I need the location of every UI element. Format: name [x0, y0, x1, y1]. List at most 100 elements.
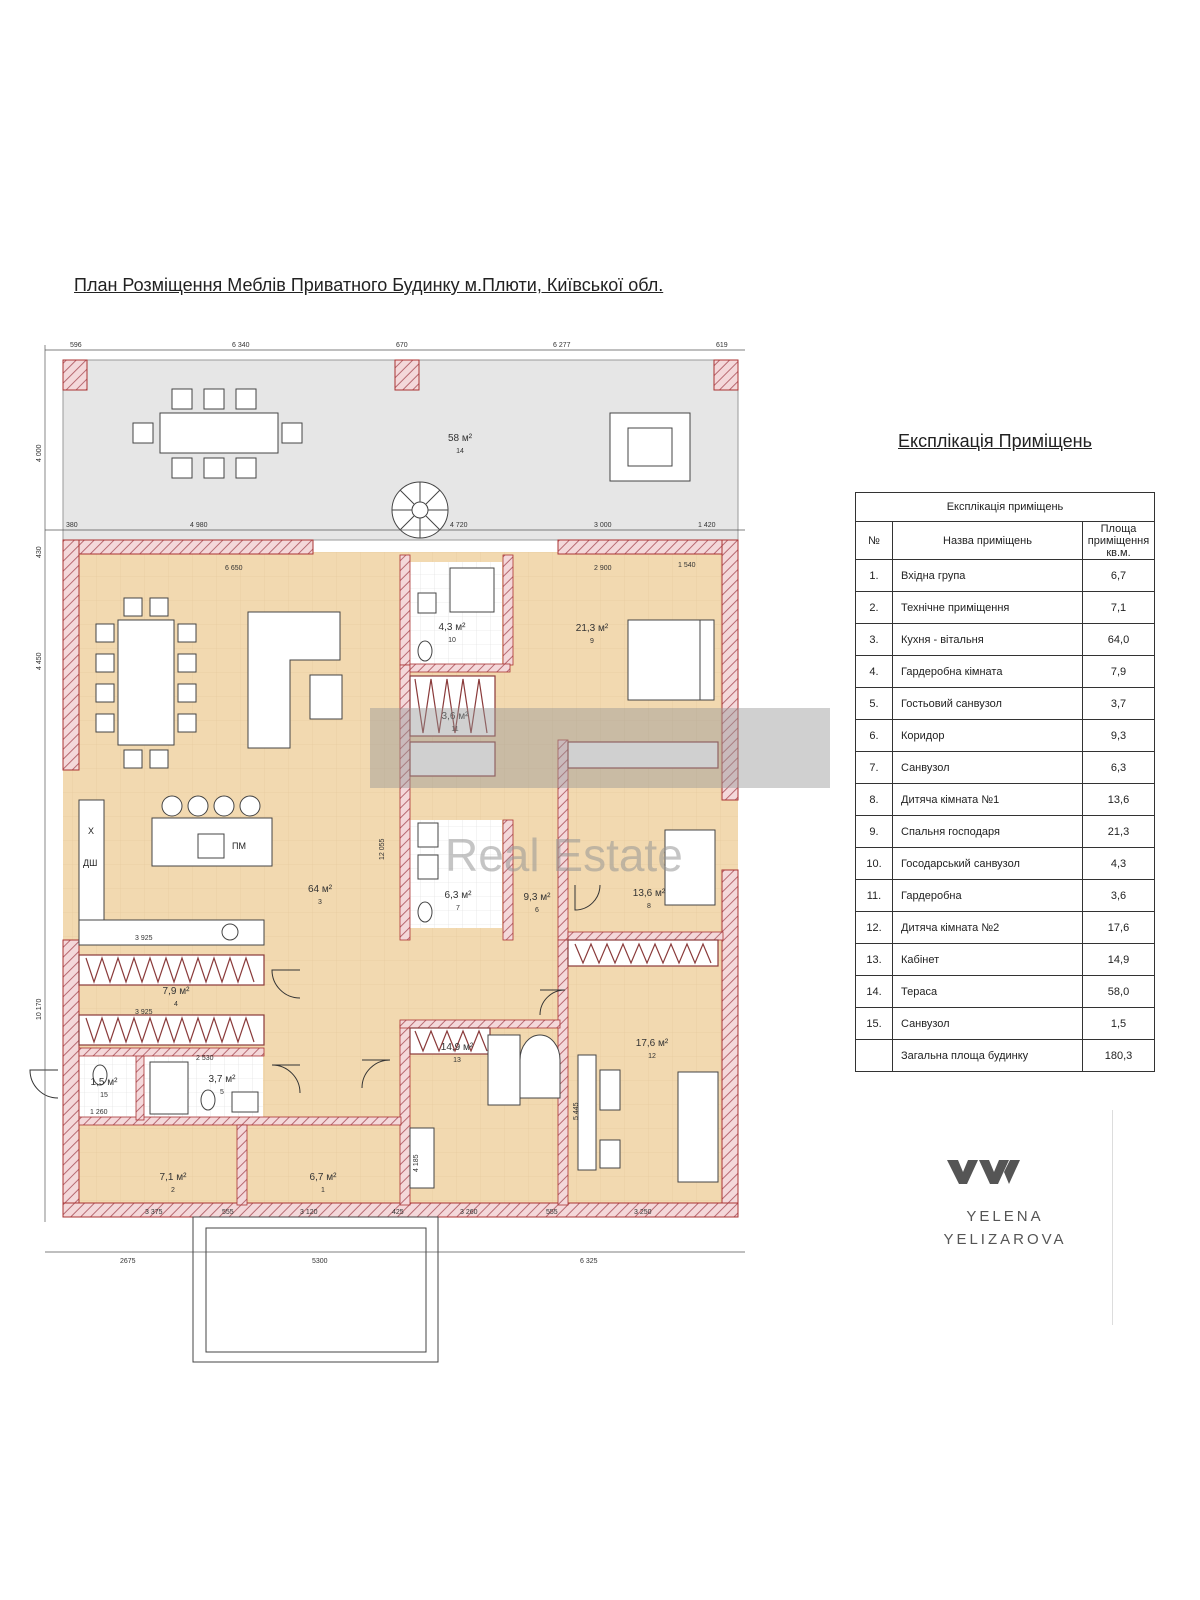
room-number: 13 [453, 1057, 461, 1064]
row-area: 3,7 [1082, 687, 1155, 720]
room-number: 14 [456, 448, 464, 455]
row-name: Дитяча кімната №2 [892, 911, 1083, 944]
total-empty-cell [855, 1039, 893, 1072]
top-dim: 670 [396, 342, 408, 349]
total-area: 180,3 [1082, 1039, 1155, 1072]
inner-dim: 2 530 [196, 1055, 214, 1062]
row-name: Вхідна група [892, 559, 1083, 592]
room-area: 17,6 м² [636, 1038, 669, 1049]
inner-dim: 1 260 [90, 1109, 108, 1116]
inner-dim: 3 925 [135, 935, 153, 942]
terrace-row-dim: 4 980 [190, 522, 208, 529]
interior-walls [78, 554, 724, 1206]
room-area: 6,7 м² [310, 1172, 338, 1183]
room-number: 11 [451, 726, 458, 733]
room-area: 7,9 м² [163, 986, 191, 997]
row-name: Гардеробна [892, 879, 1083, 912]
left-dim: 4 450 [36, 652, 43, 670]
inner-dim: 6 650 [225, 565, 243, 572]
row-name: Кухня - вітальня [892, 623, 1083, 656]
room-area: 58 м² [448, 433, 473, 444]
row-number: 3. [855, 623, 893, 656]
total-label: Загальна площа будинку [892, 1039, 1083, 1072]
row-area: 9,3 [1082, 719, 1155, 752]
room-number: 15 [100, 1092, 108, 1099]
room-number: 9 [590, 638, 594, 645]
terrace-row-dim: 4 720 [450, 522, 468, 529]
row-area: 6,7 [1082, 559, 1155, 592]
terrace-column [62, 359, 88, 391]
room-number: 12 [648, 1053, 656, 1060]
row-number: 9. [855, 815, 893, 848]
entrance-porch-inner [205, 1227, 427, 1353]
dimension-lines [44, 345, 745, 1253]
terrace-column [394, 359, 420, 391]
terrace-row-dim: 1 420 [698, 522, 716, 529]
room-area: 13,6 м² [633, 888, 666, 899]
row-name: Кабінет [892, 943, 1083, 976]
inner-dim: 555 [222, 1209, 234, 1216]
row-number: 10. [855, 847, 893, 880]
column-header-number: № [855, 521, 893, 560]
table-caption: Експлікація приміщень [855, 492, 1155, 522]
terrace-row-dim: 3 000 [594, 522, 612, 529]
room-area: 9,3 м² [524, 892, 552, 903]
row-number: 4. [855, 655, 893, 688]
top-dim: 6 340 [232, 342, 250, 349]
row-area: 17,6 [1082, 911, 1155, 944]
row-area: 13,6 [1082, 783, 1155, 816]
row-area: 21,3 [1082, 815, 1155, 848]
room-area: 7,1 м² [160, 1172, 188, 1183]
inner-dim: 3 925 [135, 1009, 153, 1016]
inner-dim: 3 375 [145, 1209, 163, 1216]
room-area: 64 м² [308, 884, 333, 895]
room-number: 4 [174, 1001, 178, 1008]
inner-dim: 3 260 [460, 1209, 478, 1216]
inner-dim: 425 [392, 1209, 404, 1216]
row-name: Тераса [892, 975, 1083, 1008]
row-number: 6. [855, 719, 893, 752]
furniture [78, 567, 719, 1189]
row-name: Технічне приміщення [892, 591, 1083, 624]
row-name: Коридор [892, 719, 1083, 752]
small-bathroom-floor [78, 1055, 136, 1117]
room-number: 6 [535, 907, 539, 914]
row-name: Санвузол [892, 1007, 1083, 1040]
top-dim: 619 [716, 342, 728, 349]
terrace-dining-set [132, 388, 303, 479]
room-area: 3,7 м² [209, 1074, 237, 1085]
room-number: 2 [171, 1187, 175, 1194]
brand-logo-icon [947, 1160, 1020, 1184]
brand-name-line1: YELENA [966, 1208, 1044, 1225]
row-area: 4,3 [1082, 847, 1155, 880]
room-number: 7 [456, 905, 460, 912]
inner-dim: 3 250 [634, 1209, 652, 1216]
inner-dim: 2 900 [594, 565, 612, 572]
room-area: 6,3 м² [445, 890, 473, 901]
kitchen-side-label: X [88, 826, 94, 836]
row-number: 5. [855, 687, 893, 720]
room-area: 21,3 м² [576, 623, 609, 634]
kitchen-side-label: ДШ [83, 858, 97, 868]
room-number: 5 [220, 1089, 224, 1096]
explication-table: Експлікація приміщень № Назва приміщень … [855, 492, 1155, 1072]
left-dim: 430 [36, 546, 43, 558]
row-area: 7,1 [1082, 591, 1155, 624]
inner-dim: 4 185 [413, 1154, 420, 1172]
room-number: 1 [321, 1187, 325, 1194]
row-area: 64,0 [1082, 623, 1155, 656]
row-number: 11. [855, 879, 893, 912]
room-number: 10 [448, 637, 456, 644]
exterior-walls [62, 539, 739, 1218]
row-area: 14,9 [1082, 943, 1155, 976]
